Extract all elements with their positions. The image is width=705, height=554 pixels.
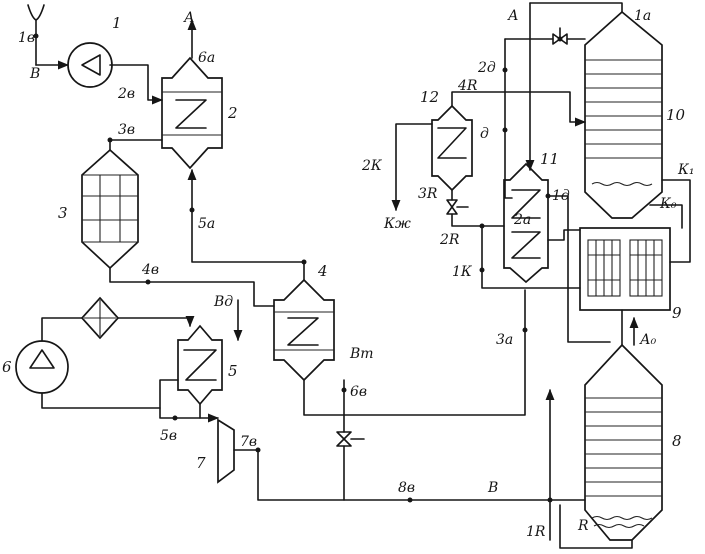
label-2r: 2R [439, 232, 460, 248]
heat-exchanger-2 [161, 56, 223, 170]
label-1k: 1К [452, 264, 473, 280]
label-unit-9: 9 [672, 304, 682, 322]
valve-6b [336, 431, 365, 447]
compressor-1 [67, 42, 113, 88]
label-b-main: В [487, 480, 498, 496]
turbine-7 [217, 418, 235, 484]
label-unit-1: 1 [112, 14, 122, 32]
label-unit-4: 4 [317, 262, 328, 280]
label-2k: 2К [361, 158, 383, 174]
label-unit-5: 5 [228, 362, 238, 380]
pump-6 [15, 340, 69, 394]
filter-diamond [80, 296, 120, 340]
label-3a: 3а [496, 332, 513, 348]
piping [35, 2, 691, 549]
heat-exchanger-4 [273, 278, 335, 382]
label-8b: 8в [398, 480, 415, 496]
label-1d: 1д [552, 188, 570, 204]
label-unit-3: 3 [58, 204, 68, 222]
label-1r: 1R [526, 524, 546, 540]
label-kzh: Кж [383, 216, 411, 232]
label-5b: 5в [160, 428, 177, 444]
label-2b: 2в [117, 86, 135, 102]
lower-column-8 [584, 343, 663, 541]
label-3r: 3R [418, 186, 438, 202]
label-4b: 4в [141, 262, 159, 278]
label-b-air: В [29, 66, 40, 82]
upper-column-10 [584, 10, 663, 219]
label-1a: 1а [634, 8, 651, 24]
label-bd: Вд [213, 294, 233, 310]
label-5a: 5а [198, 216, 215, 232]
label-k0: К₀ [659, 196, 677, 212]
label-bt: Вт [349, 346, 374, 362]
label-6b: 6в [350, 384, 367, 400]
subcooler-11 [503, 162, 549, 284]
air-intake-icon [27, 4, 45, 66]
valve-top [552, 27, 568, 45]
heat-exchanger-5 [177, 324, 223, 406]
label-unit-2: 2 [227, 104, 238, 122]
label-unit-7: 7 [196, 454, 206, 472]
heat-exchanger-12 [431, 104, 473, 192]
label-unit-6: 6 [2, 358, 12, 376]
label-4r: 4R [457, 78, 478, 94]
label-2d: 2д [477, 60, 496, 76]
label-2a: 2а [513, 212, 531, 228]
adsorber-3 [81, 148, 139, 270]
label-unit-8: 8 [672, 432, 682, 450]
label-r: R [577, 518, 589, 534]
label-3b: 3в [118, 122, 135, 138]
label-unit-12: 12 [420, 88, 439, 106]
equipment-number-labels: 1 2 3 4 5 6 7 8 9 10 11 12 [2, 14, 686, 472]
label-d: д [480, 126, 489, 142]
valve-3r [446, 199, 469, 215]
junction-dots [33, 33, 563, 503]
label-a0: А₀ [639, 332, 657, 348]
label-a-left: А [183, 10, 195, 26]
label-a-right: А [507, 8, 519, 24]
label-unit-11: 11 [540, 150, 559, 168]
label-7b: 7в [240, 434, 257, 450]
label-6a: 6а [198, 50, 215, 66]
label-1b: 1в [18, 30, 35, 46]
label-k1: К₁ [677, 162, 694, 178]
stream-labels: 1в В 2в А 6а 3в 5а 4в Вд Вт 6в 5в 7в 8в … [18, 8, 694, 540]
label-unit-10: 10 [666, 106, 686, 124]
condenser-9 [579, 227, 671, 311]
